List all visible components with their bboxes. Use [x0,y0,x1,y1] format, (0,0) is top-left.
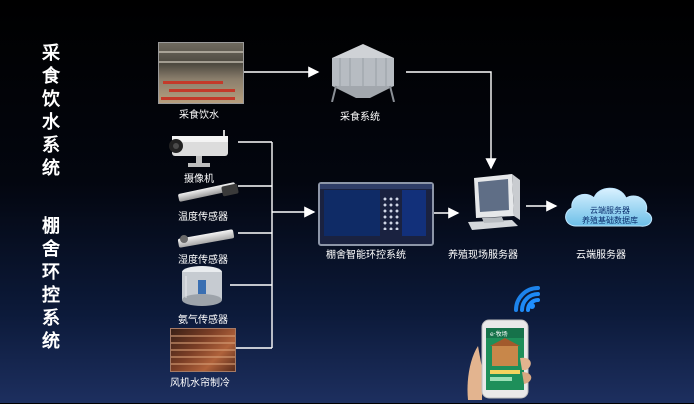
temperature-sensor-image [177,180,240,204]
caption-camera: 摄像机 [184,174,214,185]
caption-fan-curtain: 风机水帘制冷 [170,378,230,389]
fan-curtain-photo [170,328,236,372]
env-controller-image [318,182,434,246]
caption-feeding-system: 采食系统 [340,112,380,123]
humidity-sensor-image [177,226,240,248]
caption-farm-server: 养殖现场服务器 [448,250,518,261]
phone-app-title: e·牧场 [490,331,508,338]
cloud-server-image: 云端服务器 养殖基础数据库 [560,180,656,232]
farm-server-image [462,172,522,234]
caption-env-control-system: 棚舍智能环控系统 [326,250,406,261]
caption-ammonia-sensor: 氨气传感器 [178,315,228,326]
mobile-phone-image: e·牧场 [460,280,550,400]
caption-feed-water: 采食饮水 [179,110,219,121]
feed-silo-image [322,42,404,103]
line-silo-to-server [406,71,497,170]
cloud-inner-line2: 养殖基础数据库 [582,216,638,225]
section-label-environment: 棚舍环控系统 [42,216,60,352]
cloud-inner-line1: 云端服务器 [590,206,630,215]
ammonia-sensor-image [178,264,226,308]
camera-image [166,126,236,168]
caption-cloud-server: 云端服务器 [576,250,626,261]
feeding-photo [158,42,244,104]
wifi-icon [514,286,540,312]
caption-temperature-sensor: 温度传感器 [178,212,228,223]
caption-humidity-sensor: 湿度传感器 [178,255,228,266]
section-label-feeding: 采食饮水系统 [42,43,60,179]
